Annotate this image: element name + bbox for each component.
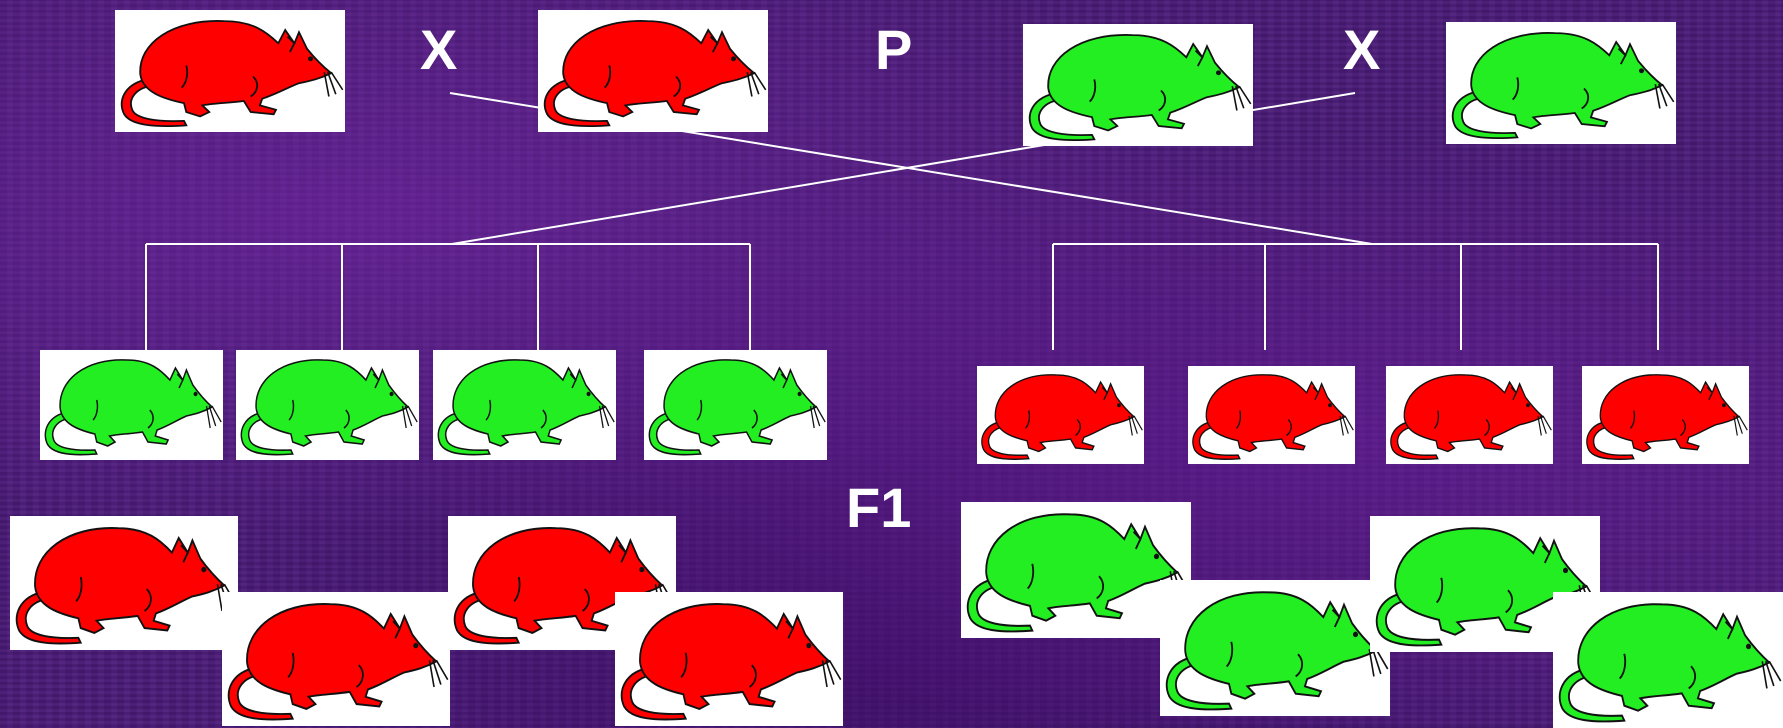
red-mouse-icon (615, 592, 843, 726)
first-filial-generation-label: F1 (846, 480, 911, 536)
offspring-left-mouse-2 (236, 350, 419, 460)
parent-mouse-2 (538, 10, 768, 132)
green-mouse-icon (1023, 24, 1253, 146)
cross-symbol-left: X (420, 22, 457, 78)
offspring-right-mouse-3 (1386, 366, 1553, 464)
parent-mouse-4 (1446, 22, 1676, 144)
green-mouse-icon (40, 350, 223, 460)
parent-mouse-1 (115, 10, 345, 132)
offspring-left-mouse-3 (433, 350, 616, 460)
red-mouse-icon (1582, 366, 1749, 464)
offspring-left-mouse-4 (644, 350, 827, 460)
green-mouse-icon (1160, 580, 1390, 716)
f1-right-group-mouse-4 (1553, 592, 1783, 728)
red-mouse-icon (1386, 366, 1553, 464)
red-mouse-icon (115, 10, 345, 132)
offspring-right-mouse-4 (1582, 366, 1749, 464)
offspring-right-mouse-1 (977, 366, 1144, 464)
green-mouse-icon (1553, 592, 1783, 728)
green-mouse-icon (644, 350, 827, 460)
f1-left-group-mouse-2 (222, 592, 450, 726)
red-mouse-icon (1188, 366, 1355, 464)
green-mouse-icon (236, 350, 419, 460)
green-mouse-icon (433, 350, 616, 460)
red-mouse-icon (977, 366, 1144, 464)
red-mouse-icon (222, 592, 450, 726)
parent-mouse-3 (1023, 24, 1253, 146)
cross-symbol-right: X (1343, 22, 1380, 78)
green-mouse-icon (961, 502, 1191, 638)
offspring-left-mouse-1 (40, 350, 223, 460)
f1-right-group-mouse-2 (1160, 580, 1390, 716)
red-mouse-icon (538, 10, 768, 132)
offspring-right-mouse-2 (1188, 366, 1355, 464)
f1-right-group-mouse-1 (961, 502, 1191, 638)
red-mouse-icon (10, 516, 238, 650)
f1-left-group-mouse-1 (10, 516, 238, 650)
parental-generation-label: P (875, 22, 912, 78)
green-mouse-icon (1446, 22, 1676, 144)
f1-left-group-mouse-4 (615, 592, 843, 726)
